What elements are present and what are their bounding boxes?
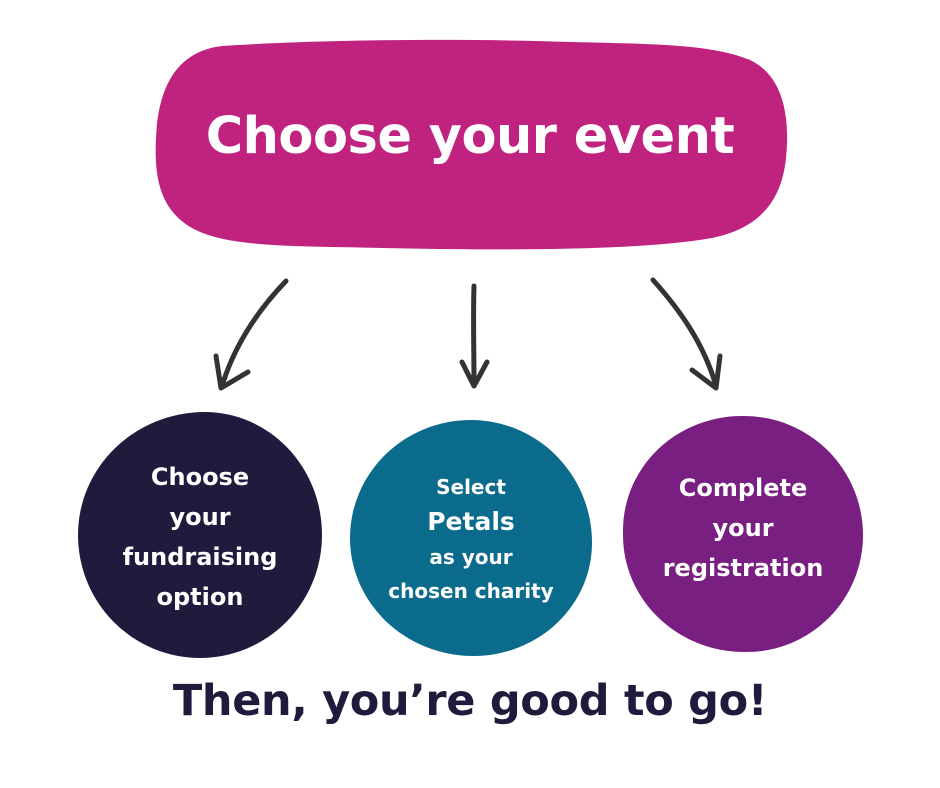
option-registration-line-1: Complete	[678, 474, 808, 502]
arrow-down-head-icon	[459, 359, 490, 389]
option-charity-line-3: as your	[429, 545, 513, 569]
option-fundraising-line-4: option	[156, 583, 244, 611]
option-charity-line-2: Petals	[427, 507, 515, 536]
option-fundraising: Choose your fundraising option	[78, 412, 322, 658]
arrow-left-icon	[219, 278, 289, 389]
arrow-left-head-icon	[213, 353, 251, 391]
option-fundraising-line-1: Choose	[150, 463, 250, 491]
title-banner-shape	[155, 39, 788, 250]
option-registration: Complete your registration	[623, 416, 863, 652]
option-charity-line-1: Select	[436, 475, 506, 499]
page-title: Choose your event	[205, 106, 735, 166]
option-charity-line-4: chosen charity	[388, 579, 554, 603]
title-banner: Choose your event	[152, 38, 788, 252]
option-fundraising-line-2: your	[169, 503, 231, 531]
title-banner-blob	[155, 39, 788, 250]
footer-message: Then, you’re good to go!	[172, 676, 768, 726]
option-registration-line-3: registration	[662, 554, 824, 582]
arrow-right-icon	[650, 277, 719, 389]
arrow-right-head-icon	[689, 353, 723, 391]
option-charity: Select Petals as your chosen charity	[350, 420, 592, 656]
option-fundraising-line-3: fundraising	[122, 543, 278, 571]
option-registration-line-2: your	[712, 514, 774, 542]
